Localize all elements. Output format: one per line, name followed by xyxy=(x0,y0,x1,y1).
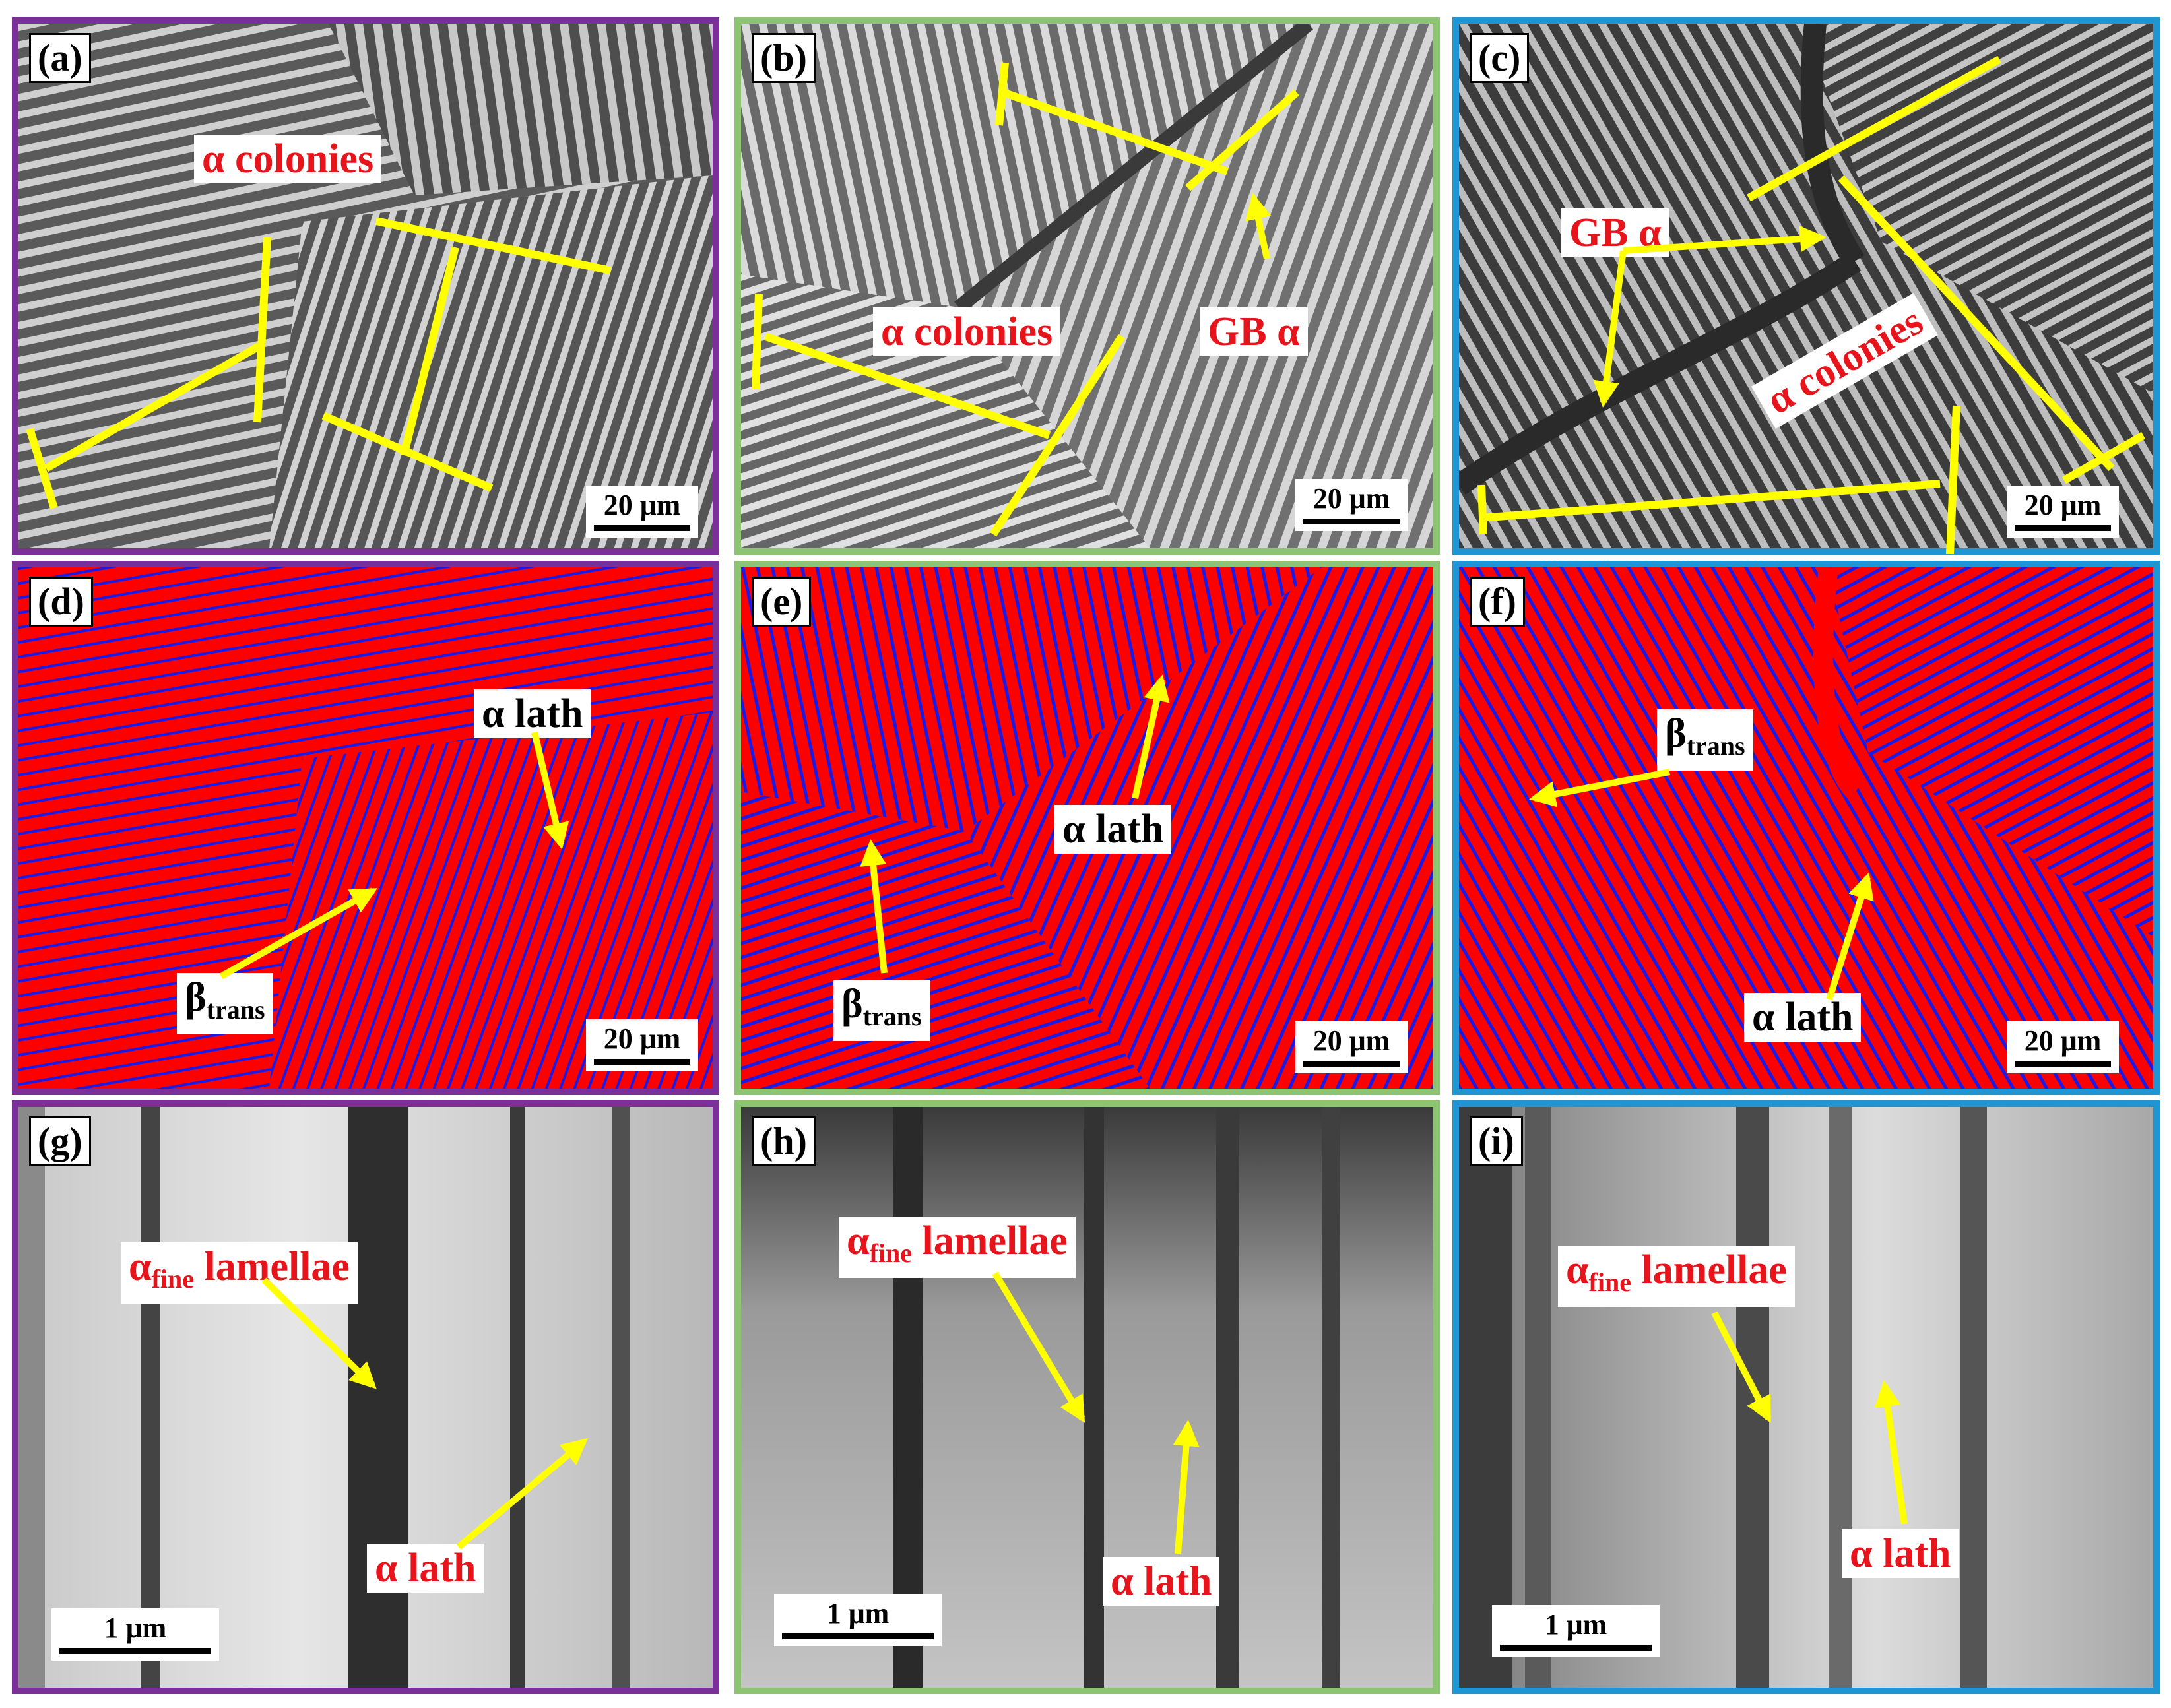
beta-trans-label: βtrans xyxy=(1657,709,1753,771)
scale-bar-label: 1 μm xyxy=(826,1597,890,1629)
panel-h: (h) αfine lamellae α lath 1 μm xyxy=(734,1100,1440,1694)
scale-bar-label: 1 μm xyxy=(1544,1608,1607,1641)
panel-tag: (i) xyxy=(1470,1116,1523,1166)
scale-bar: 20 μm xyxy=(586,486,698,538)
alpha-lath-label: α lath xyxy=(1103,1557,1220,1606)
panel-f: (f) βtrans α lath 20 μm xyxy=(1452,561,2160,1095)
scale-bar-label: 20 μm xyxy=(603,1023,681,1055)
beta-symbol: β xyxy=(185,975,207,1020)
sem-micrograph-b xyxy=(741,24,1433,548)
alpha-colonies-label: α colonies xyxy=(194,135,382,183)
beta-trans-label: βtrans xyxy=(177,973,273,1034)
alpha-lath-label: α lath xyxy=(1842,1529,1959,1578)
alpha-lath-label: α lath xyxy=(367,1544,484,1593)
trans-subscript: trans xyxy=(862,1001,922,1031)
alpha-lath-label: α lath xyxy=(1054,805,1172,854)
panel-g: (g) αfine lamellae α lath 1 μm xyxy=(12,1100,719,1694)
scale-bar-label: 20 μm xyxy=(603,489,681,521)
panel-i: (i) αfine lamellae α lath 1 μm xyxy=(1452,1100,2160,1694)
lamellae-text: lamellae xyxy=(1631,1248,1787,1292)
fine-subscript: fine xyxy=(869,1238,913,1268)
scale-bar-label: 20 μm xyxy=(1312,1025,1390,1057)
scale-bar: 20 μm xyxy=(1295,479,1408,531)
scale-bar-label: 1 μm xyxy=(104,1612,167,1644)
beta-trans-label: βtrans xyxy=(833,980,930,1041)
scale-bar: 1 μm xyxy=(51,1608,219,1661)
panel-tag: (h) xyxy=(752,1116,816,1166)
panel-d: (d) α lath βtrans 20 μm xyxy=(12,561,719,1095)
scale-bar: 20 μm xyxy=(1295,1021,1408,1073)
beta-symbol: β xyxy=(1665,711,1687,756)
alpha-colonies-label: α colonies xyxy=(873,307,1061,356)
fine-subscript: fine xyxy=(151,1264,195,1294)
alpha-lath-label: α lath xyxy=(474,689,591,738)
scale-bar-label: 20 μm xyxy=(1312,482,1390,515)
tem-micrograph-i xyxy=(1459,1107,2153,1688)
panel-tag: (g) xyxy=(29,1116,91,1166)
scale-bar: 20 μm xyxy=(586,1019,698,1071)
alpha-lath-label: α lath xyxy=(1744,993,1862,1042)
alpha-symbol: α xyxy=(1566,1248,1589,1292)
alpha-symbol: α xyxy=(847,1218,870,1263)
tem-micrograph-h xyxy=(741,1107,1433,1688)
panel-c: (c) GB α α colonies 20 μm xyxy=(1452,17,2160,555)
scale-bar: 20 μm xyxy=(2007,1021,2119,1073)
beta-symbol: β xyxy=(841,982,863,1027)
alpha-symbol: α xyxy=(129,1244,152,1289)
panel-tag: (c) xyxy=(1470,33,1530,83)
scale-bar-label: 20 μm xyxy=(2024,1025,2102,1057)
gb-alpha-label: GB α xyxy=(1561,208,1669,257)
alpha-fine-lamellae-label: αfine lamellae xyxy=(121,1242,358,1304)
lamellae-text: lamellae xyxy=(912,1218,1068,1263)
scale-bar: 20 μm xyxy=(2007,486,2119,538)
trans-subscript: trans xyxy=(1686,731,1745,761)
scale-bar: 1 μm xyxy=(774,1594,942,1646)
fine-subscript: fine xyxy=(1588,1267,1632,1297)
gb-alpha-label: GB α xyxy=(1200,307,1308,356)
lamellae-text: lamellae xyxy=(194,1244,350,1289)
panel-tag: (d) xyxy=(29,577,93,627)
alpha-fine-lamellae-label: αfine lamellae xyxy=(839,1217,1076,1278)
panel-e: (e) α lath βtrans 20 μm xyxy=(734,561,1440,1095)
trans-subscript: trans xyxy=(206,995,265,1025)
panel-tag: (a) xyxy=(29,33,91,83)
scale-bar: 1 μm xyxy=(1492,1605,1660,1657)
phase-map-d xyxy=(18,567,713,1089)
sem-micrograph-c xyxy=(1459,24,2153,548)
scale-bar-label: 20 μm xyxy=(2024,489,2102,521)
panel-b: (b) α colonies GB α 20 μm xyxy=(734,17,1440,555)
alpha-fine-lamellae-label: αfine lamellae xyxy=(1558,1246,1795,1307)
panel-tag: (b) xyxy=(752,33,816,83)
panel-a: (a) α colonies 20 μm xyxy=(12,17,719,555)
panel-tag: (f) xyxy=(1470,577,1525,627)
sem-micrograph-a xyxy=(18,24,713,548)
panel-tag: (e) xyxy=(752,577,812,627)
tem-micrograph-g xyxy=(18,1107,713,1688)
